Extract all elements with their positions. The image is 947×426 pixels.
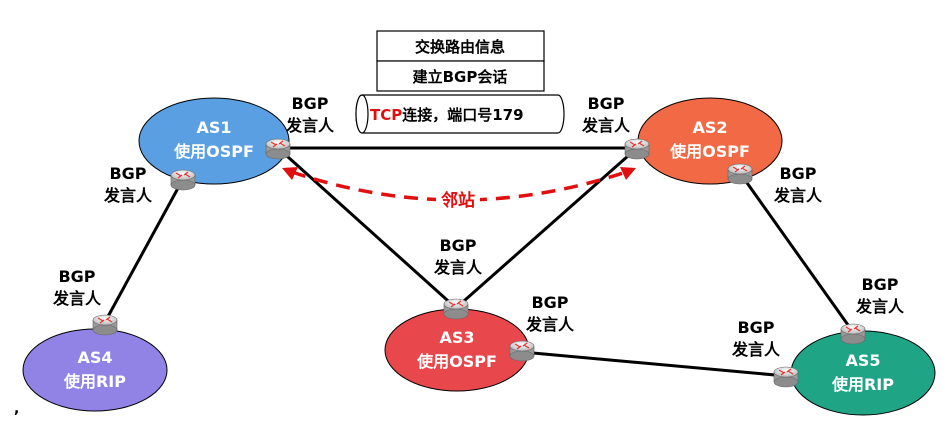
as1-name: AS1 bbox=[196, 118, 231, 137]
speaker-label-as3-east: BGP 发言人 bbox=[525, 293, 575, 334]
tcp-port-text: 连接，端口号179 bbox=[402, 106, 523, 124]
router-as1-south-icon bbox=[170, 169, 196, 191]
stack-exchange-routes: 交换路由信息 bbox=[415, 38, 505, 56]
as1-protocol: 使用OSPF bbox=[173, 142, 254, 161]
neighbor-label: 邻站 bbox=[441, 190, 475, 211]
stack-bgp-session: 建立BGP会话 bbox=[413, 68, 508, 86]
router-as4-icon bbox=[92, 314, 118, 336]
as2-node: AS2 使用OSPF bbox=[637, 97, 783, 185]
links bbox=[103, 146, 855, 378]
as2-protocol: 使用OSPF bbox=[669, 142, 750, 161]
router-as2-south-icon bbox=[727, 163, 753, 185]
as5-node: AS5 使用RIP bbox=[790, 330, 936, 416]
as1-node: AS1 使用OSPF bbox=[138, 97, 290, 185]
speaker-label-as5-top: BGP 发言人 bbox=[855, 275, 905, 316]
speaker-label-line1: BGP bbox=[587, 94, 624, 113]
stack-tcp-connection: TCP连接，端口号179 bbox=[370, 106, 524, 124]
as4-node: AS4 使用RIP bbox=[22, 328, 168, 412]
tcp-keyword: TCP bbox=[370, 106, 402, 124]
as5-name: AS5 bbox=[845, 351, 880, 370]
speaker-label-as5-west: BGP 发言人 bbox=[731, 318, 781, 359]
router-as5-west-icon bbox=[773, 366, 799, 388]
speaker-label-line1: BGP bbox=[58, 267, 95, 286]
speaker-label-line1: BGP bbox=[861, 275, 898, 294]
router-as5-top-icon bbox=[840, 323, 866, 345]
speaker-label-line2: 发言人 bbox=[773, 186, 823, 205]
speaker-label-as1-east: BGP 发言人 bbox=[285, 94, 335, 135]
speaker-label-line1: BGP bbox=[737, 318, 774, 337]
link-as1-as4 bbox=[103, 178, 185, 323]
as2-name: AS2 bbox=[692, 118, 727, 137]
speaker-label-line2: 发言人 bbox=[103, 186, 153, 205]
link-as3-as5 bbox=[521, 350, 787, 378]
as3-node: AS3 使用OSPF bbox=[384, 308, 530, 392]
router-as2-west-icon bbox=[624, 138, 650, 160]
speaker-label-line2: 发言人 bbox=[525, 315, 575, 334]
speaker-label-as1-south: BGP 发言人 bbox=[103, 164, 153, 205]
speaker-label-line1: BGP bbox=[779, 164, 816, 183]
link-as1-as3 bbox=[276, 146, 458, 310]
protocol-stack: 交换路由信息 建立BGP会话 TCP连接，端口号179 bbox=[355, 30, 565, 134]
speaker-label-as2-south: BGP 发言人 bbox=[773, 164, 823, 205]
speaker-label-line2: 发言人 bbox=[285, 116, 335, 135]
link-as2-as3 bbox=[455, 146, 638, 310]
speaker-label-as3-top: BGP 发言人 bbox=[433, 236, 483, 277]
router-as3-east-icon bbox=[509, 340, 535, 362]
speaker-label-line2: 发言人 bbox=[433, 258, 483, 277]
speaker-label-line2: 发言人 bbox=[855, 297, 905, 316]
speaker-label-line1: BGP bbox=[291, 94, 328, 113]
router-as1-east-icon bbox=[265, 138, 291, 160]
stray-mark: , bbox=[14, 401, 19, 417]
router-as3-top-icon bbox=[443, 298, 469, 320]
as4-name: AS4 bbox=[77, 348, 112, 367]
as3-protocol: 使用OSPF bbox=[416, 352, 497, 371]
speaker-labels: BGP 发言人 BGP 发言人 BGP 发言人 BGP 发言人 BGP 发言人 … bbox=[52, 94, 905, 359]
as4-protocol: 使用RIP bbox=[63, 372, 126, 391]
neighbor-arrow: 邻站 bbox=[282, 167, 636, 211]
speaker-label-line1: BGP bbox=[109, 164, 146, 183]
link-as2-as5 bbox=[738, 172, 855, 333]
as3-name: AS3 bbox=[439, 328, 474, 347]
as5-protocol: 使用RIP bbox=[831, 375, 894, 394]
speaker-label-line1: BGP bbox=[439, 236, 476, 255]
speaker-label-line2: 发言人 bbox=[52, 289, 102, 308]
speaker-label-line1: BGP bbox=[531, 293, 568, 312]
speaker-label-line2: 发言人 bbox=[581, 116, 631, 135]
speaker-label-as2-west: BGP 发言人 bbox=[581, 94, 631, 135]
speaker-label-as4: BGP 发言人 bbox=[52, 267, 102, 308]
speaker-label-line2: 发言人 bbox=[731, 340, 781, 359]
